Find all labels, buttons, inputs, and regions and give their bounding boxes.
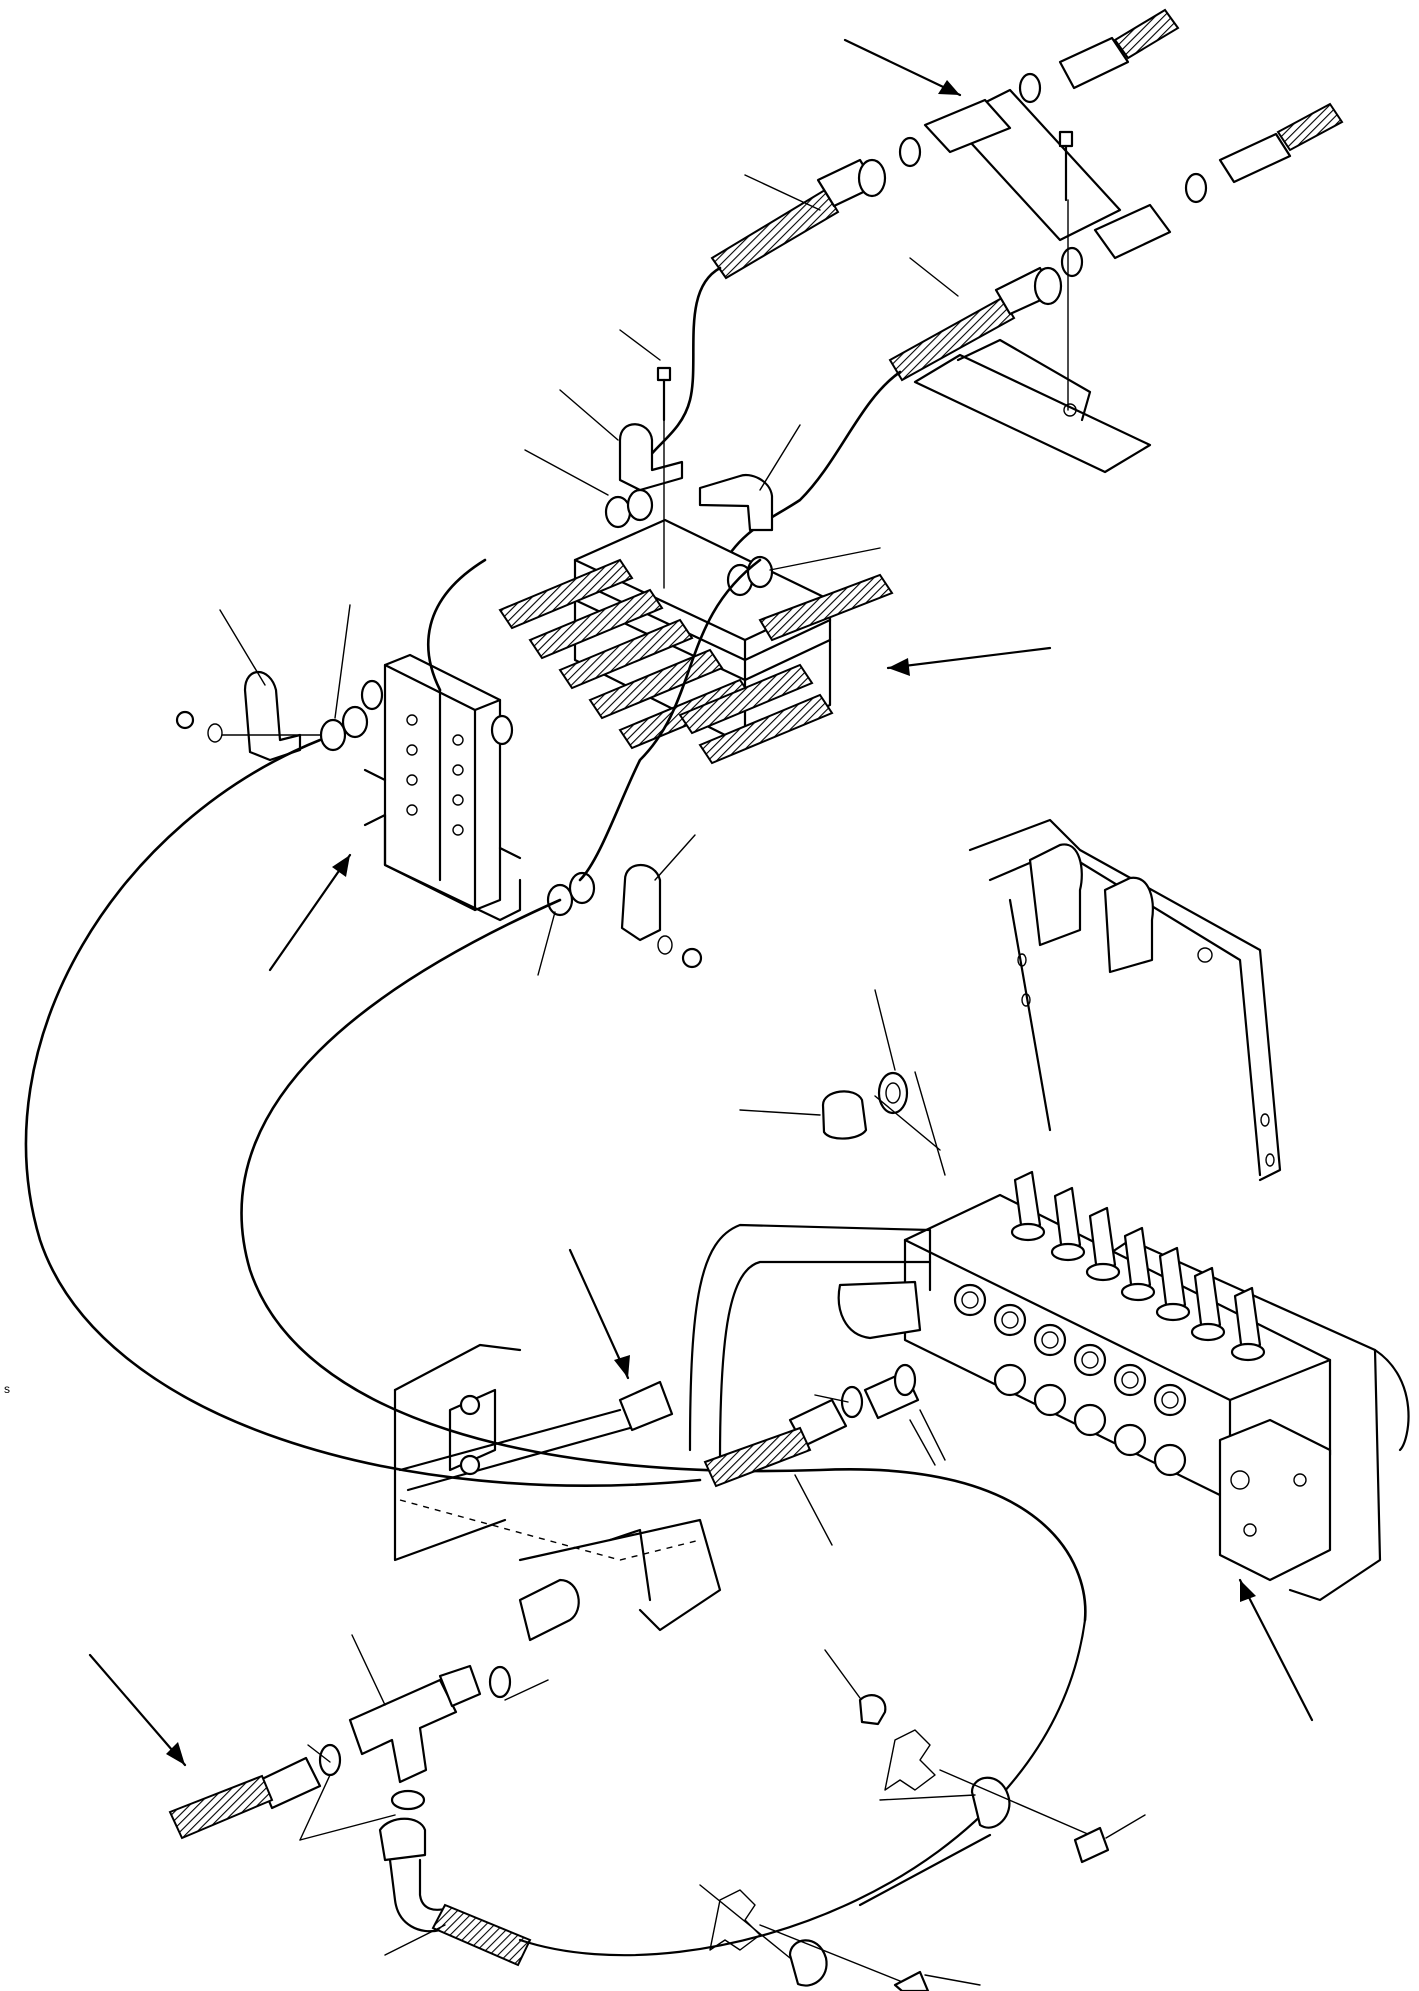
lower-hose-clamps (518, 1618, 1110, 1991)
main-control-valve-assembly (398, 818, 1410, 1722)
stray-mark-s: s (4, 1382, 10, 1396)
lower-frame-and-tee (88, 1343, 722, 1967)
callout-leader-lines (219, 329, 1146, 1986)
upper-tee-block-assembly (843, 8, 1344, 474)
valve-spool-levers (1010, 1170, 1266, 1362)
center-clamp-block (498, 366, 1052, 765)
valve-port-row (953, 1283, 1187, 1477)
upper-hoses (638, 158, 1063, 572)
